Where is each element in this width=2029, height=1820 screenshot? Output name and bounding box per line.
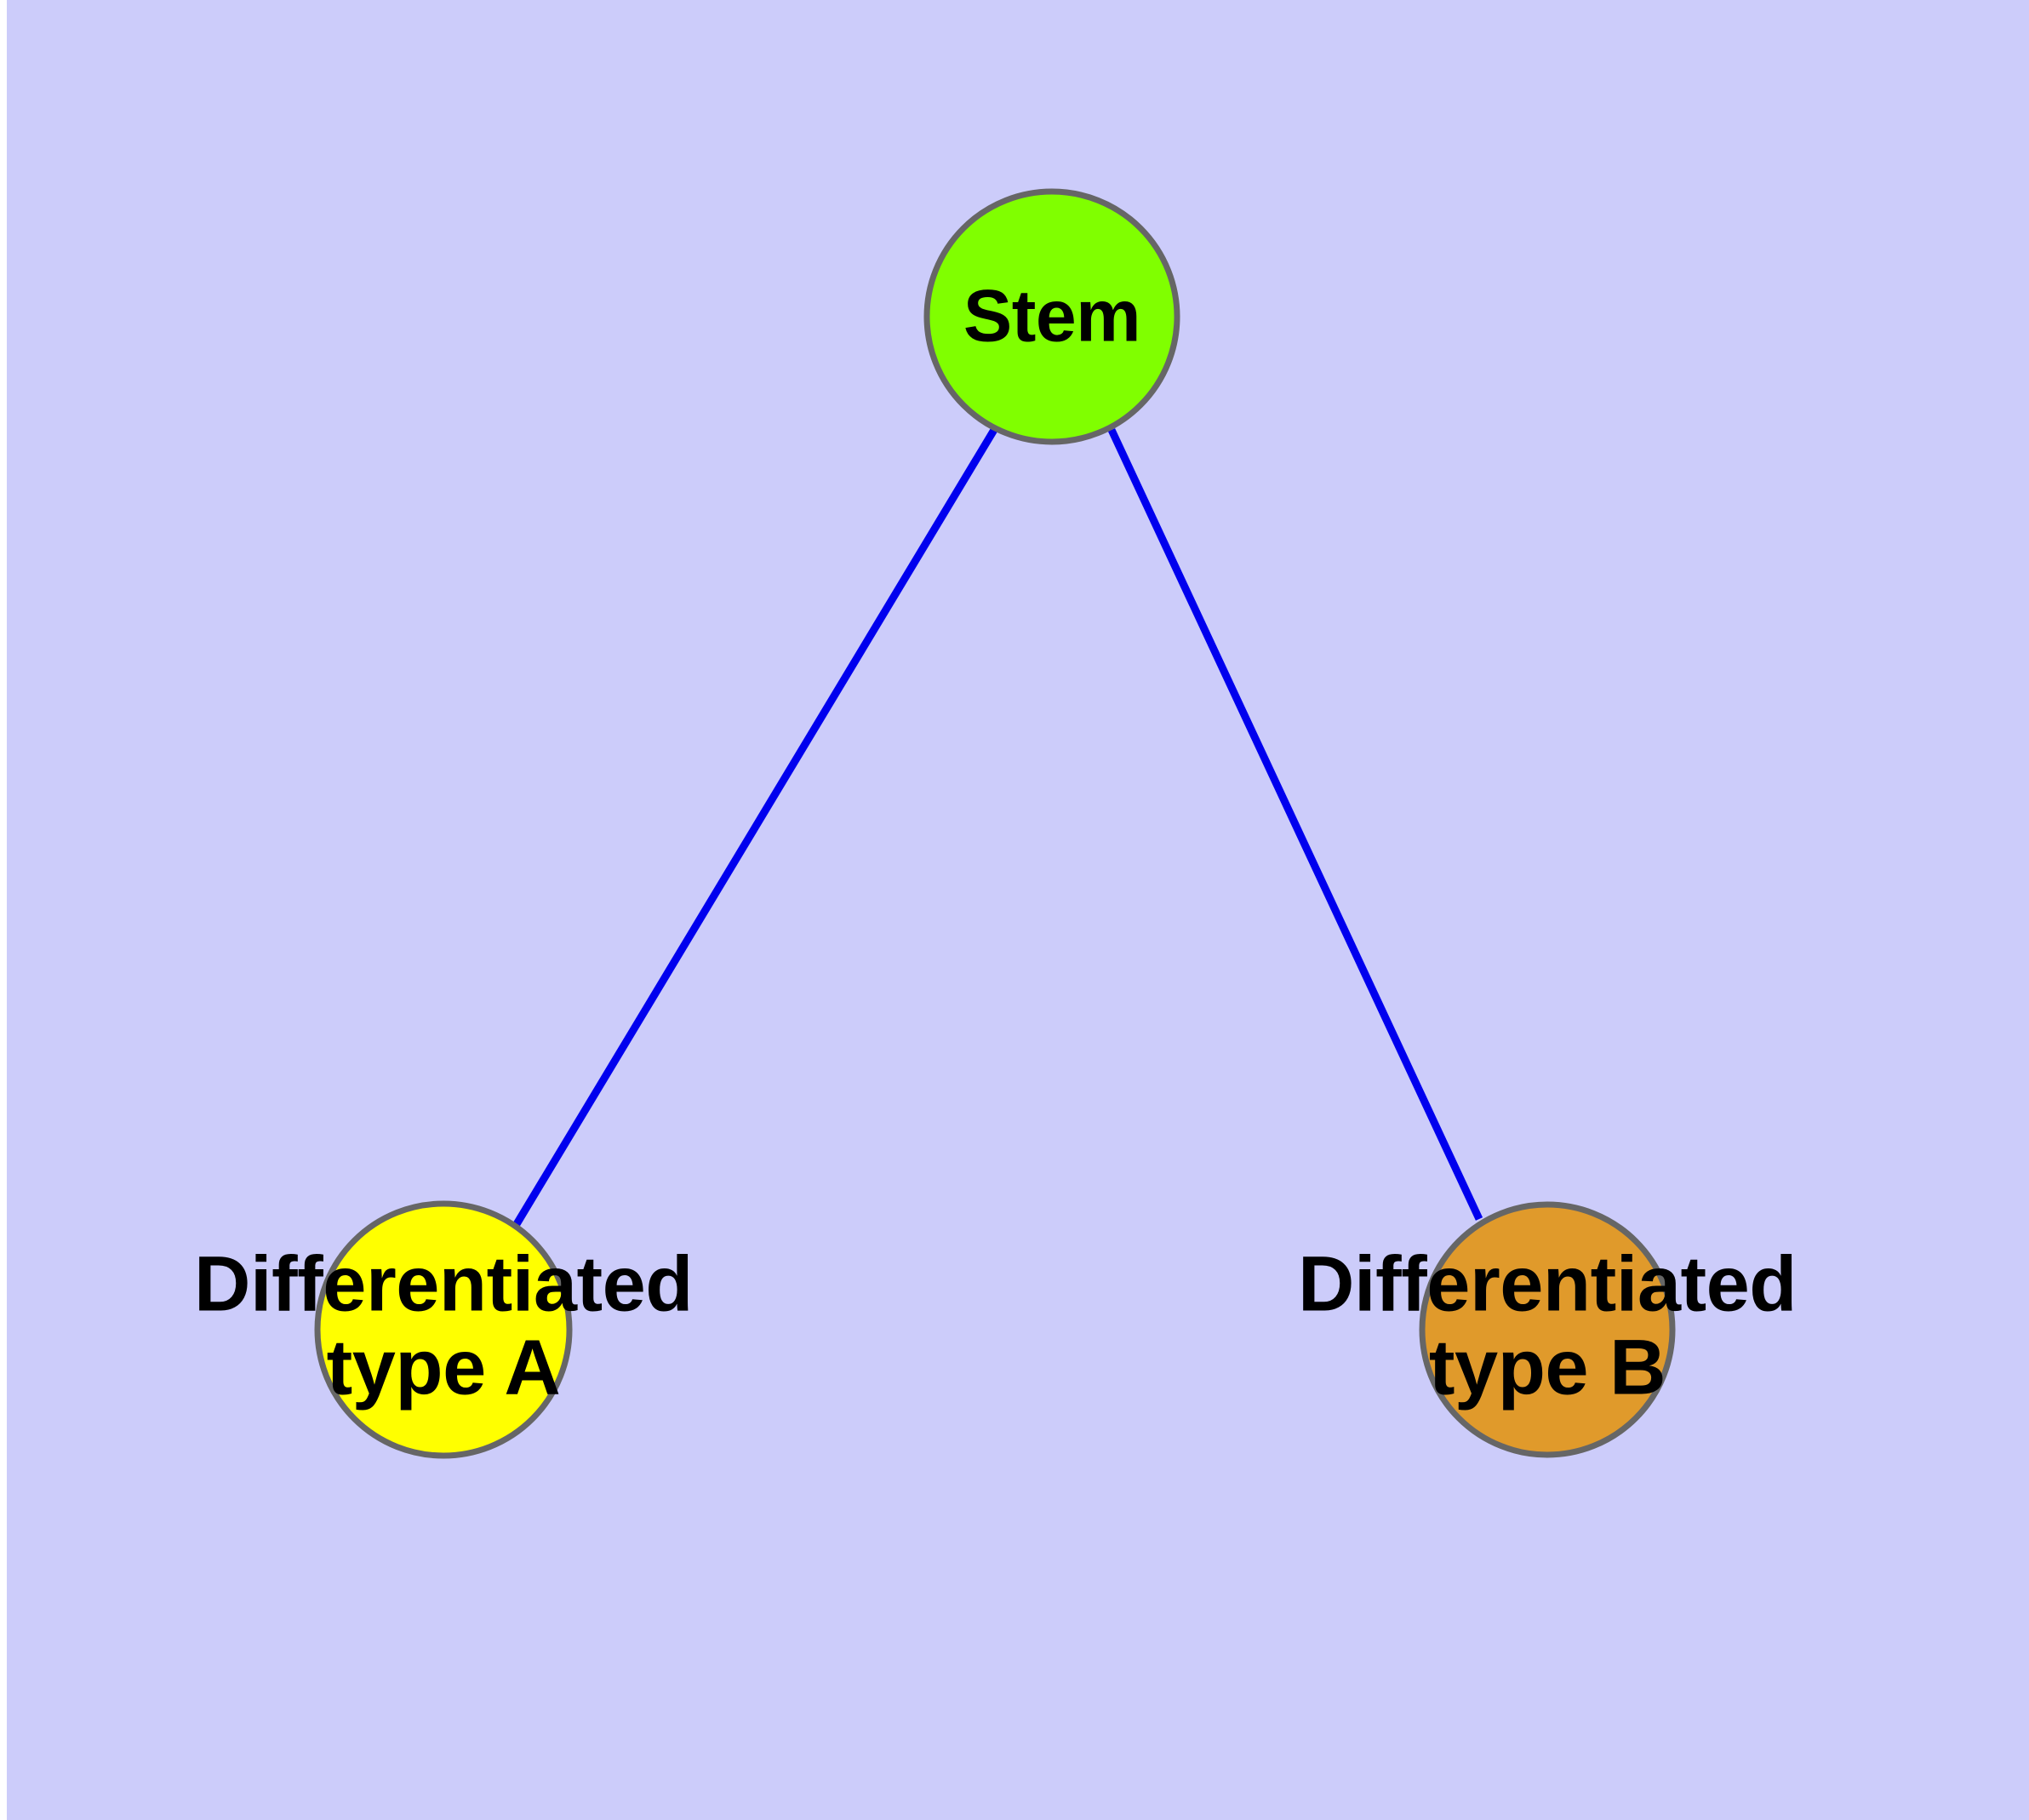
edge-layer — [513, 427, 1483, 1227]
edge-stem-diff-b — [1107, 428, 1483, 1221]
node-differentiated-type-b[interactable] — [1419, 1201, 1676, 1458]
node-layer — [314, 188, 1676, 1459]
node-differentiated-type-a[interactable] — [314, 1200, 573, 1459]
node-stem[interactable] — [923, 188, 1180, 445]
edge-stem-diff-a — [513, 427, 997, 1227]
